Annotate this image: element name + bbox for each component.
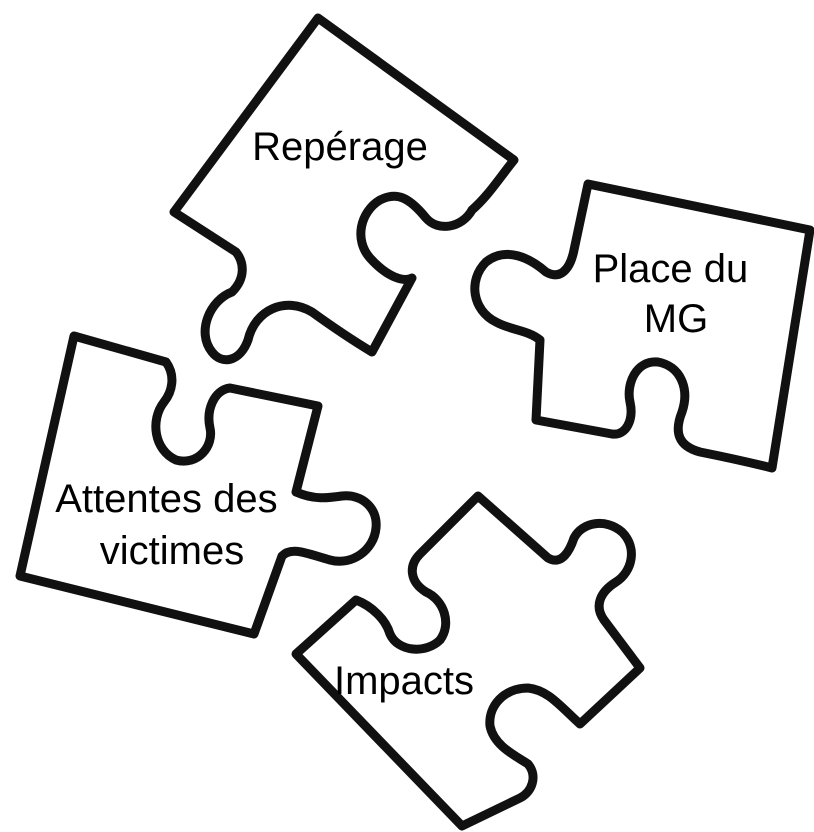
puzzle-piece-outline [291,491,645,831]
piece-label: Repérage [252,125,428,169]
piece-label-line: Place du [593,247,749,291]
puzzle-piece-outline [470,179,814,473]
piece-label-line: Impacts [334,659,474,703]
piece-label: Attentes des victimes [55,477,289,573]
piece-label-line: Attentes des [55,477,277,521]
puzzle-piece-outline [169,13,519,365]
piece-label: Place du MG [593,247,760,341]
piece-impacts: Impacts [291,491,645,831]
piece-label-line: victimes [100,529,244,573]
piece-place-du-mg: Place du MG [470,179,814,473]
piece-label-line: Repérage [252,125,428,169]
piece-attentes-des-victimes: Attentes des victimes [15,331,381,639]
piece-label-line: MG [644,297,708,341]
piece-reperage: Repérage [169,13,519,365]
puzzle-piece-outline [15,331,381,639]
piece-label: Impacts [334,659,474,703]
